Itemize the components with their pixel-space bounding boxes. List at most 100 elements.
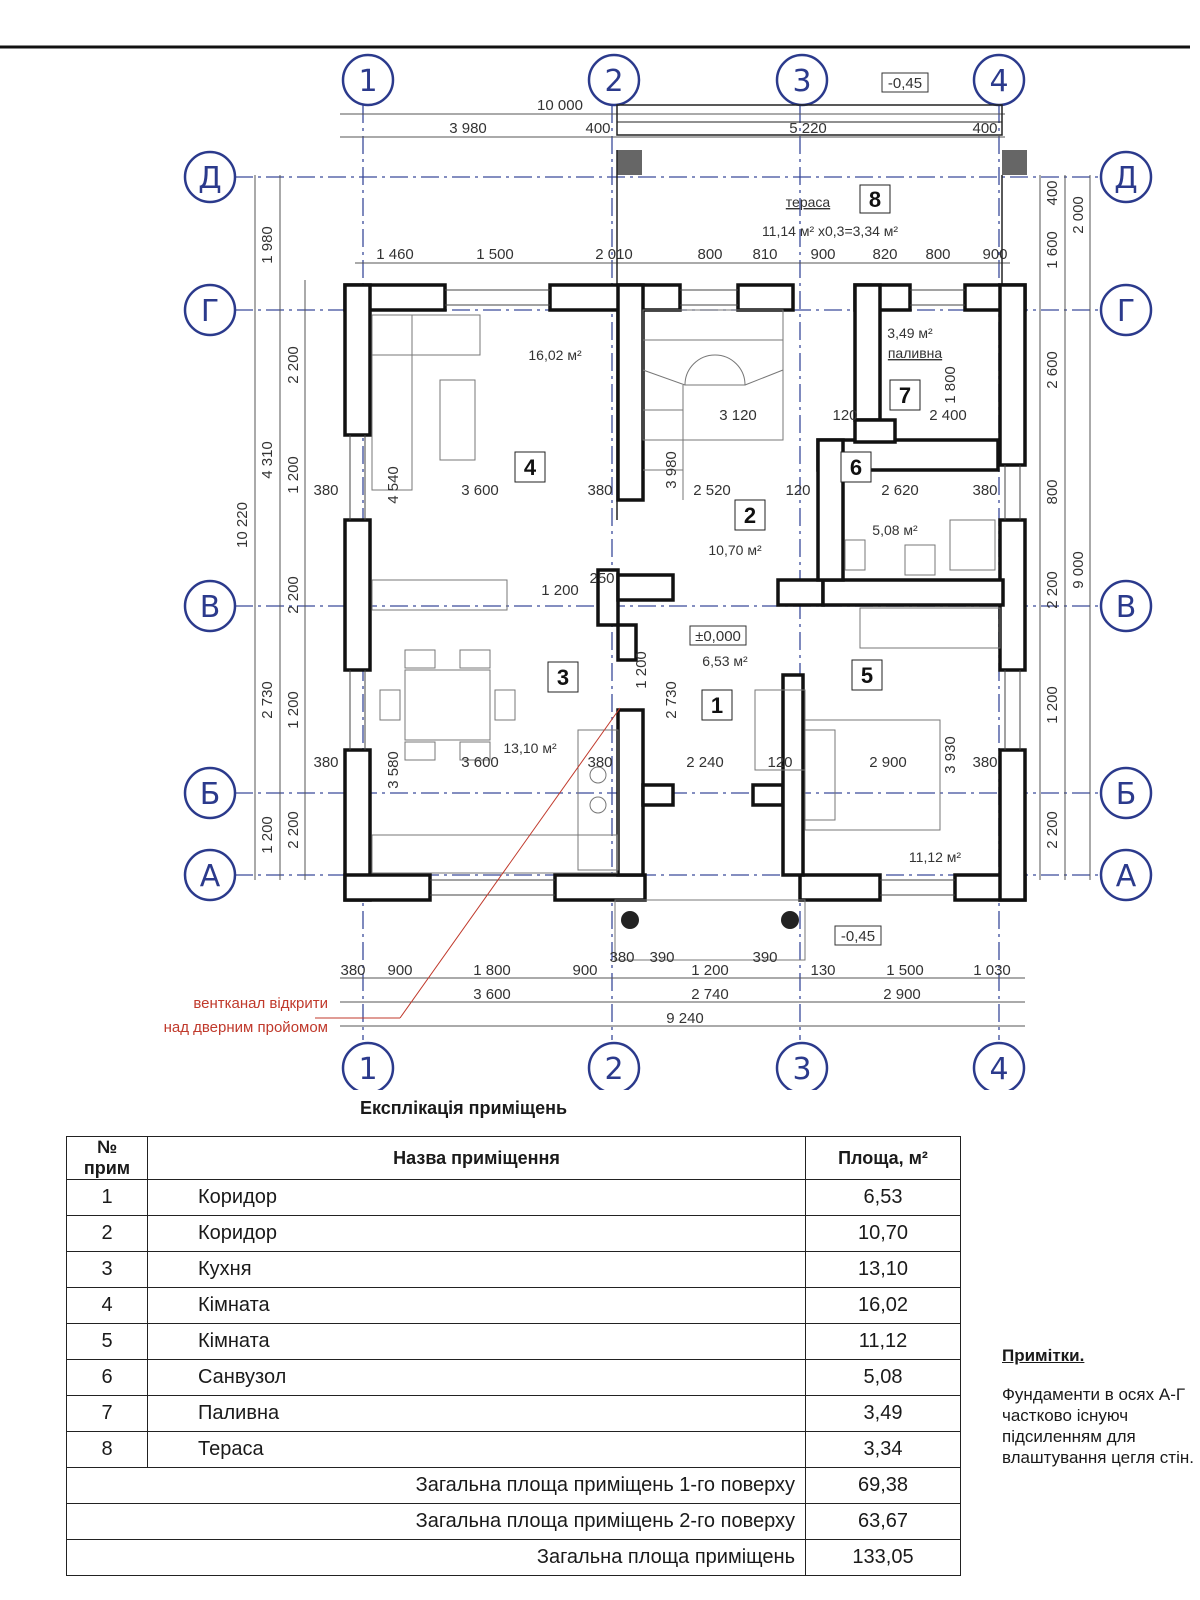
dim-bottom: 900 xyxy=(387,962,412,979)
dim-label: 3 600 xyxy=(461,482,499,499)
dim-label: 2 620 xyxy=(881,482,919,499)
axis-bubble-left-a: А xyxy=(183,848,237,902)
cell-area: 13,10 xyxy=(805,1251,961,1288)
floor-plan: 1 2 3 4 1 2 3 4 Д Г В Б А Д Г В Б А -0,4… xyxy=(0,45,1190,1090)
cell-area: 6,53 xyxy=(805,1179,961,1216)
room-4-area: 16,02 м² xyxy=(528,347,582,363)
vent-note-line2: над дверним пройомом xyxy=(164,1019,328,1036)
dim-left: 1 200 xyxy=(259,816,276,854)
dim-right-inner: 2 200 xyxy=(1044,571,1061,609)
svg-text:1: 1 xyxy=(358,1052,377,1087)
cell-name: Кухня xyxy=(147,1251,806,1288)
dim-label: 2 900 xyxy=(869,754,907,771)
room-2-area: 10,70 м² xyxy=(708,542,762,558)
dim-label: 120 xyxy=(767,754,792,771)
svg-text:3: 3 xyxy=(792,64,811,99)
dim-right-inner: 400 xyxy=(1044,180,1061,205)
dim-inner-top: 800 xyxy=(697,246,722,263)
dim-label: 4 540 xyxy=(385,466,402,504)
room-1-area: 6,53 м² xyxy=(702,653,748,669)
dim-inner-top: 900 xyxy=(982,246,1007,263)
dim-left-inner: 2 200 xyxy=(285,811,302,849)
room-7-number: 7 xyxy=(899,383,911,408)
table-header-row: № прим Назва приміщення Площа, м² xyxy=(66,1136,961,1180)
room-7-area: 3,49 м² xyxy=(887,325,933,341)
dim-inner-top: 800 xyxy=(925,246,950,263)
level-floor: ±0,000 xyxy=(695,628,741,645)
room-3-number: 3 xyxy=(557,665,569,690)
cell-name: Кімната xyxy=(147,1323,806,1360)
dim-bottom-2: 2 740 xyxy=(691,986,729,1003)
dim-top-4: 400 xyxy=(972,120,997,137)
dim-label: 2 400 xyxy=(929,407,967,424)
total-area: 63,67 xyxy=(805,1503,961,1540)
svg-text:Г: Г xyxy=(1117,294,1135,329)
svg-text:Б: Б xyxy=(1116,777,1137,812)
total-area: 69,38 xyxy=(805,1467,961,1504)
axis-bubble-top-2: 2 xyxy=(587,53,641,107)
cell-num: 2 xyxy=(66,1215,148,1252)
cell-name: Паливна xyxy=(147,1395,806,1432)
dim-bottom: 1 500 xyxy=(886,962,924,979)
svg-text:А: А xyxy=(200,859,221,894)
axis-bubble-bottom-1: 1 xyxy=(341,1041,395,1090)
svg-text:Д: Д xyxy=(198,161,221,196)
notes: Примітки. Фундаменти в осях А-Г частково… xyxy=(1002,1345,1200,1468)
cell-area: 10,70 xyxy=(805,1215,961,1252)
dim-right-inner: 1 200 xyxy=(1044,686,1061,724)
notes-title: Примітки. xyxy=(1002,1346,1085,1365)
header-num: № прим xyxy=(66,1136,148,1180)
cell-area: 5,08 xyxy=(805,1359,961,1396)
room-7-label: паливна xyxy=(888,345,943,361)
total-area: 133,05 xyxy=(805,1539,961,1576)
dim-left-inner: 1 200 xyxy=(285,691,302,729)
dim-label: 1 800 xyxy=(942,366,959,404)
level-top: -0,45 xyxy=(888,75,922,92)
dim-bottom: 390 xyxy=(752,949,777,966)
axis-bubble-right-v: В xyxy=(1099,579,1153,633)
dim-label: 2 730 xyxy=(663,681,680,719)
dim-right-outer: 9 000 xyxy=(1070,551,1087,589)
room-8-label: тераса xyxy=(786,194,831,210)
room-3-area: 13,10 м² xyxy=(503,740,557,756)
axis-bubble-top-3: 3 xyxy=(775,53,829,107)
axis-bubble-left-v: В xyxy=(183,579,237,633)
axis-bubble-right-b: Б xyxy=(1099,766,1153,820)
dim-bottom: 390 xyxy=(649,949,674,966)
svg-text:А: А xyxy=(1116,859,1137,894)
cell-num: 1 xyxy=(66,1179,148,1216)
dim-label: 2 240 xyxy=(686,754,724,771)
cell-area: 3,49 xyxy=(805,1395,961,1432)
cell-name: Коридор xyxy=(147,1179,806,1216)
cell-name: Тераса xyxy=(147,1431,806,1468)
cell-num: 5 xyxy=(66,1323,148,1360)
dim-right-outer: 2 000 xyxy=(1070,196,1087,234)
svg-text:В: В xyxy=(200,590,221,625)
axis-bubble-bottom-4: 4 xyxy=(972,1041,1026,1090)
cell-num: 3 xyxy=(66,1251,148,1288)
cell-name: Кімната xyxy=(147,1287,806,1324)
dim-label: 120 xyxy=(832,407,857,424)
dim-inner-top: 900 xyxy=(810,246,835,263)
dim-inner-top: 820 xyxy=(872,246,897,263)
cell-area: 11,12 xyxy=(805,1323,961,1360)
dim-label: 380 xyxy=(313,754,338,771)
dim-left: 10 220 xyxy=(234,502,251,548)
dim-label: 3 580 xyxy=(385,751,402,789)
cell-num: 7 xyxy=(66,1395,148,1432)
svg-text:4: 4 xyxy=(989,1052,1008,1087)
dim-label: 120 xyxy=(785,482,810,499)
dim-left-inner: 1 200 xyxy=(285,456,302,494)
dim-right-inner: 1 600 xyxy=(1044,231,1061,269)
room-8-number: 8 xyxy=(869,187,881,212)
room-6-number: 6 xyxy=(850,455,862,480)
dim-label: 3 600 xyxy=(461,754,499,771)
